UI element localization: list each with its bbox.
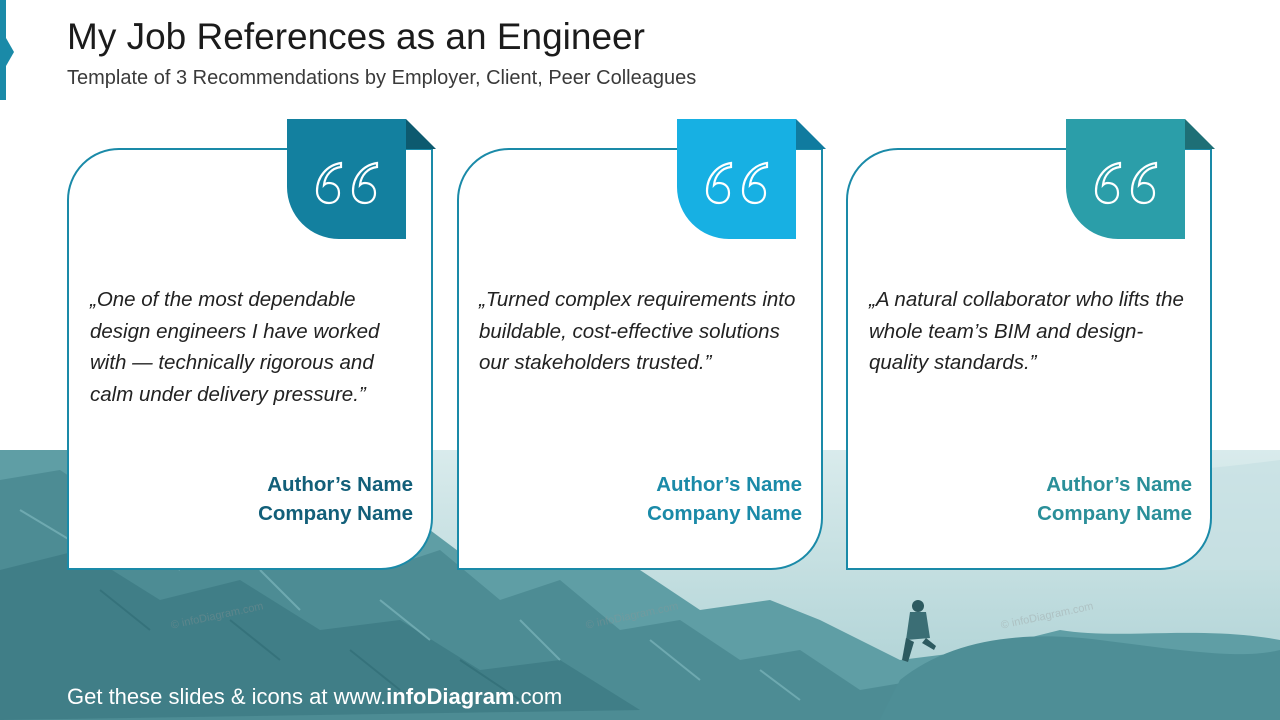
quote-text-2: „Turned complex requirements into builda…	[479, 288, 796, 374]
quote-fold-1	[406, 119, 436, 149]
quote-text-3: „A natural collaborator who lifts the wh…	[869, 288, 1184, 374]
page-title: My Job References as an Engineer	[67, 16, 645, 57]
company-name-2: Company Name	[647, 502, 802, 525]
footer-link[interactable]: Get these slides & icons at www.infoDiag…	[67, 684, 562, 710]
footer-suffix: .com	[514, 684, 563, 709]
accent-chevron	[6, 38, 14, 66]
accent-bar	[0, 0, 6, 100]
author-block-3: Author’s Name Company Name	[862, 470, 1192, 528]
quote-tab-2	[677, 119, 796, 239]
person-figure	[902, 600, 936, 662]
footer-brand: infoDiagram	[386, 684, 515, 709]
quote-text-1: „One of the most dependable design engin…	[90, 288, 380, 406]
author-block-2: Author’s Name Company Name	[472, 470, 802, 528]
quote-tab-3	[1066, 119, 1185, 239]
author-name-3: Author’s Name	[1046, 473, 1192, 496]
quote-fold-3	[1185, 119, 1215, 149]
company-name-1: Company Name	[258, 502, 413, 525]
quote-icon	[705, 161, 769, 205]
quote-icon	[315, 161, 379, 205]
author-block-1: Author’s Name Company Name	[83, 470, 413, 528]
quote-icon	[1094, 161, 1158, 205]
quote-fold-2	[796, 119, 826, 149]
author-name-2: Author’s Name	[656, 473, 802, 496]
quote-tab-1	[287, 119, 406, 239]
author-name-1: Author’s Name	[267, 473, 413, 496]
page-subtitle: Template of 3 Recommendations by Employe…	[67, 67, 697, 89]
footer-prefix: Get these slides & icons at www.	[67, 684, 387, 709]
company-name-3: Company Name	[1037, 502, 1192, 525]
